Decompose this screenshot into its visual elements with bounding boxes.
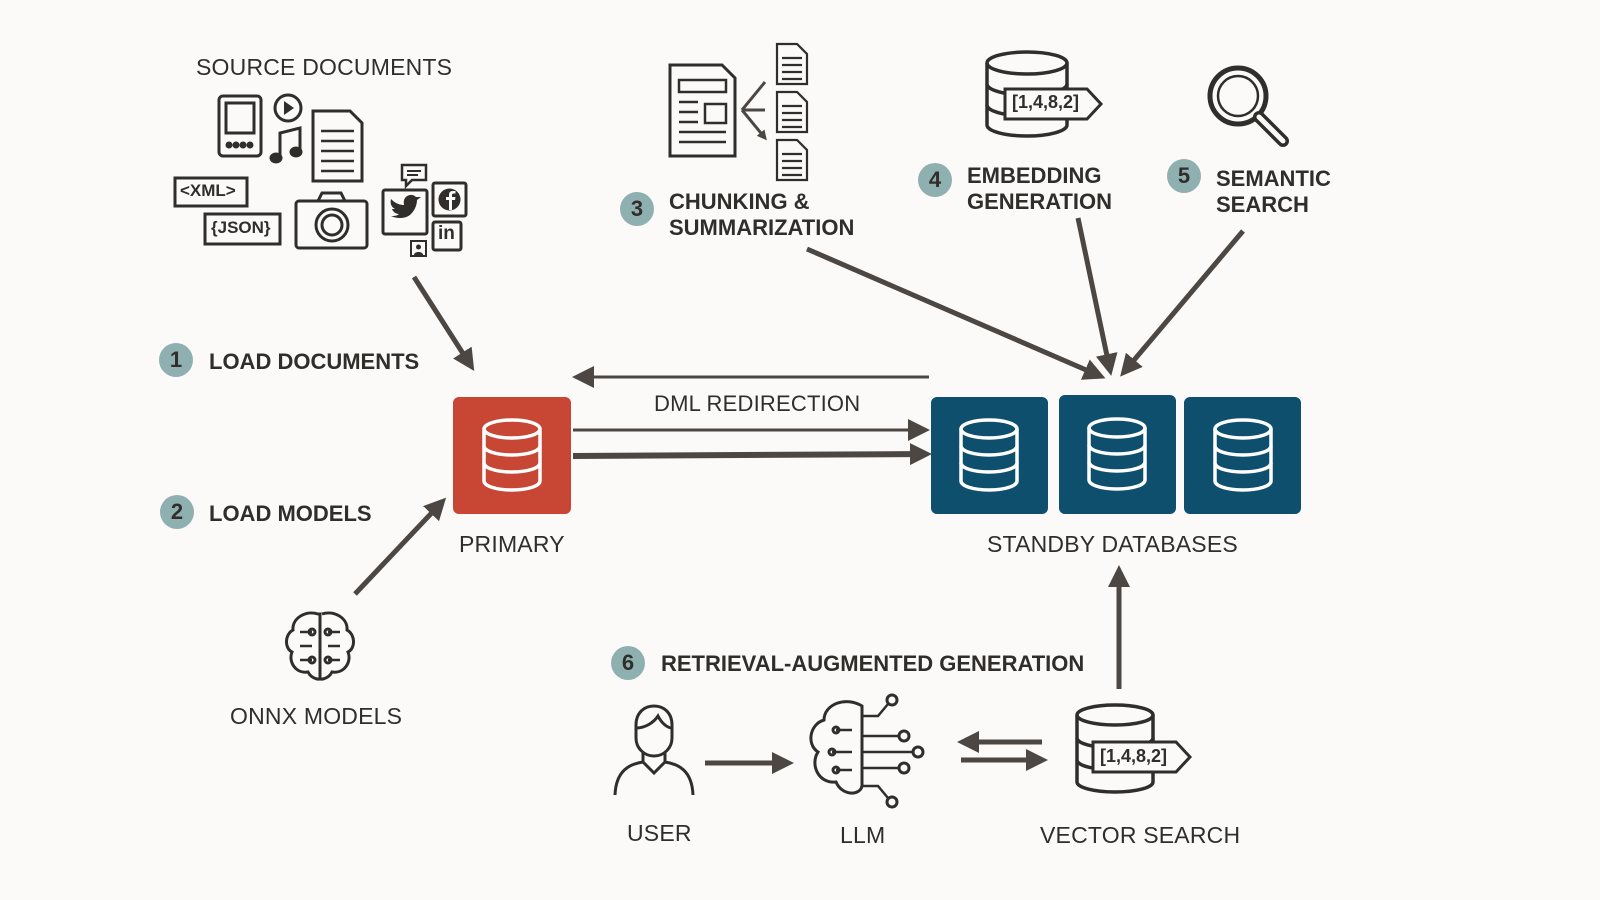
step-5-label: SEMANTIC SEARCH [1216, 166, 1331, 217]
dml-redirection-label: DML REDIRECTION [654, 391, 861, 416]
standby-databases-label: STANDBY DATABASES [987, 531, 1238, 557]
xml-tag-label: <XML> [180, 181, 236, 200]
xml-tag-icon [173, 176, 249, 208]
primary-db-box [453, 397, 571, 514]
llm-icon [809, 693, 925, 809]
badge-small-icon [410, 240, 427, 257]
step-1-badge: 1 [159, 343, 193, 377]
step-4-label: EMBEDDING GENERATION [967, 163, 1113, 214]
embedding-db-icon [985, 50, 1104, 138]
step-3-label: CHUNKING & SUMMARIZATION [669, 189, 855, 240]
facebook-icon [431, 181, 468, 218]
vector-search-vector-label: [1,4,8,2] [1100, 746, 1168, 766]
play-icon [273, 93, 303, 123]
vector-search-db-icon [1075, 703, 1193, 794]
vector-search-label: VECTOR SEARCH [1040, 822, 1241, 848]
step-5-badge: 5 [1167, 159, 1201, 193]
user-label: USER [627, 820, 692, 846]
embedding-vector-label: [1,4,8,2] [1012, 92, 1080, 112]
step-4-badge: 4 [918, 163, 952, 197]
json-tag-label: {JSON} [211, 218, 271, 237]
step-2-label: LOAD MODELS [209, 501, 372, 526]
flow-arrows [353, 217, 1245, 774]
arrow-search-to-standby [1120, 229, 1245, 377]
step-2-badge: 2 [160, 495, 194, 529]
tablet-icon [217, 94, 263, 158]
magnifier-icon [1207, 65, 1289, 147]
linkedin-label: in [438, 223, 455, 244]
chunking-icon [668, 42, 809, 182]
json-tag-icon [203, 212, 282, 246]
arrow-embedding-to-standby [1075, 217, 1118, 376]
onnx-models-label: ONNX MODELS [230, 703, 403, 729]
arrow-source-to-primary [411, 275, 475, 372]
brain-icon [285, 611, 355, 681]
step-6-label: RETRIEVAL-AUGMENTED GENERATION [661, 651, 1085, 676]
step-1-label: LOAD DOCUMENTS [209, 349, 420, 374]
chat-bubble-icon [400, 163, 428, 190]
twitter-icon [381, 188, 429, 236]
arrow-chunking-to-standby [806, 246, 1106, 380]
source-documents-icons [173, 93, 468, 257]
linkedin-icon [431, 220, 463, 252]
primary-label: PRIMARY [459, 531, 565, 557]
step-3-badge: 3 [620, 192, 654, 226]
user-icon [613, 704, 695, 796]
source-documents-title: SOURCE DOCUMENTS [196, 54, 453, 80]
step-6-badge: 6 [611, 646, 645, 680]
document-icon [311, 109, 364, 183]
llm-label: LLM [840, 822, 886, 848]
arrow-replication-thick [572, 443, 932, 466]
standby-db-group [931, 395, 1301, 514]
camera-icon [294, 191, 369, 250]
arrow-onnx-to-primary [353, 497, 447, 596]
music-note-icon [269, 126, 303, 164]
